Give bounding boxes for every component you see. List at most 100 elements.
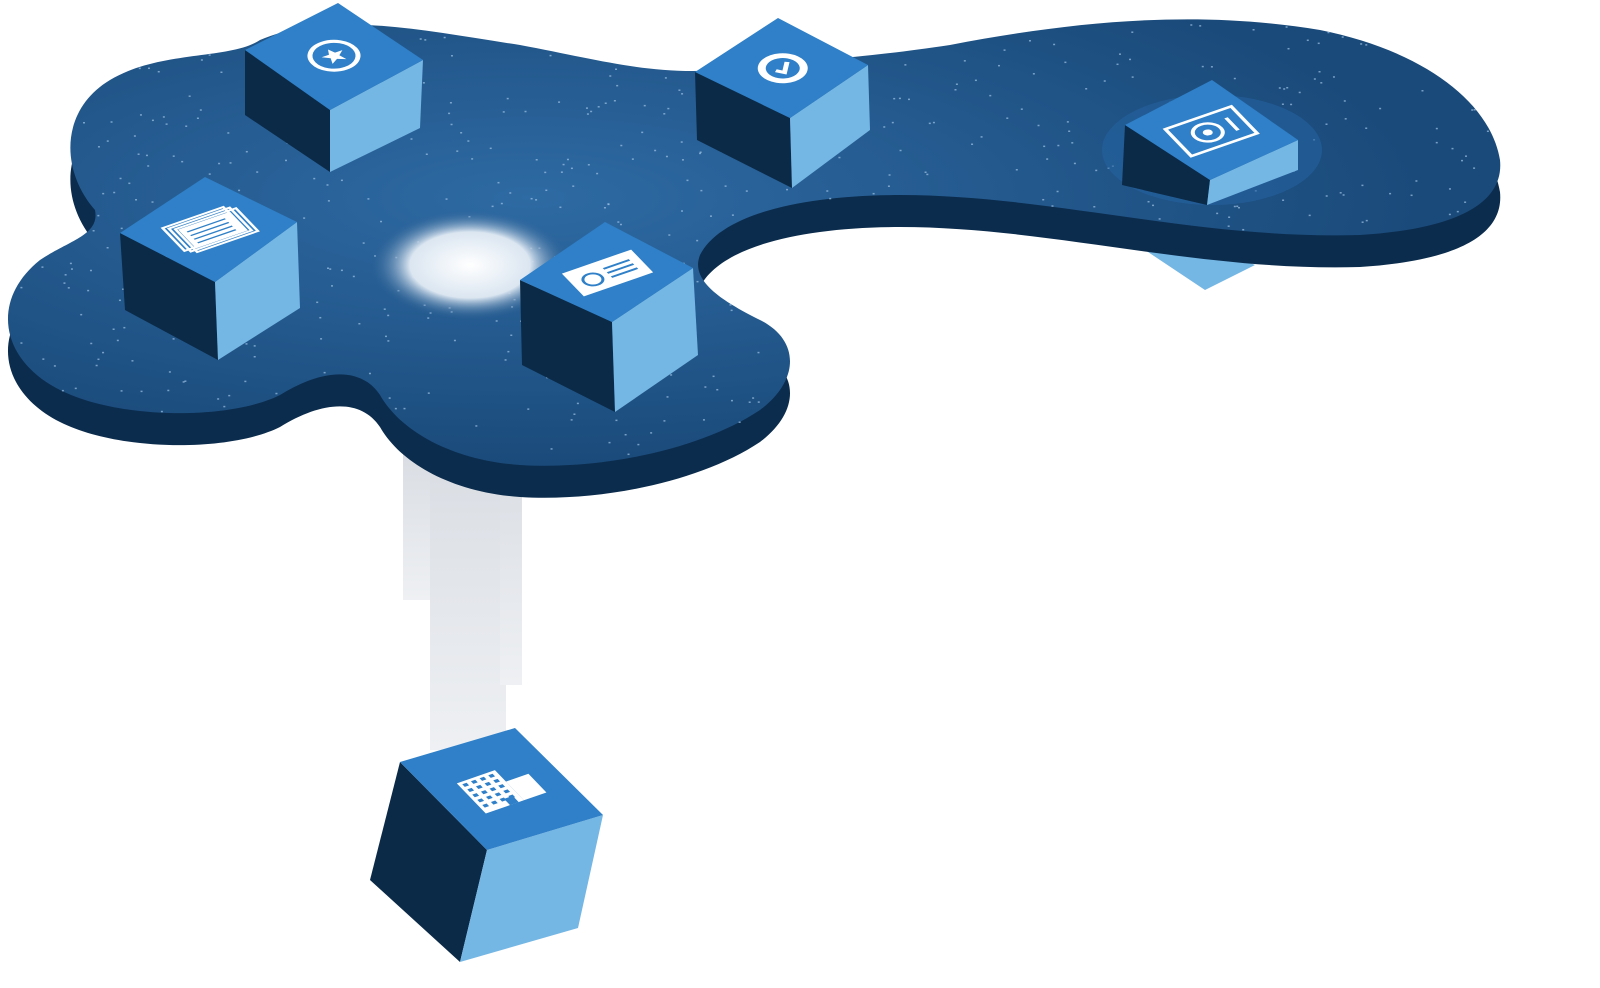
star-dot	[1290, 103, 1293, 106]
star-dot	[681, 159, 684, 161]
star-dot	[172, 338, 175, 340]
star-dot	[188, 95, 191, 97]
star-dot	[507, 350, 510, 353]
star-dot	[664, 77, 667, 79]
star-dot	[904, 64, 907, 66]
star-dot	[686, 179, 689, 182]
star-dot	[90, 342, 93, 345]
star-dot	[199, 109, 202, 111]
star-dot	[87, 289, 90, 292]
star-dot	[696, 239, 699, 242]
star-dot	[1341, 36, 1344, 38]
star-dot	[1332, 76, 1335, 78]
star-dot	[443, 36, 446, 39]
star-dot	[182, 381, 185, 383]
star-badge-cube	[245, 3, 423, 172]
star-dot	[1344, 118, 1347, 120]
star-dot	[384, 335, 387, 338]
star-dot	[1236, 205, 1239, 208]
star-dot	[1360, 43, 1363, 45]
star-dot	[368, 372, 371, 375]
star-dot	[160, 410, 163, 413]
star-dot	[147, 67, 150, 70]
star-dot	[1298, 91, 1301, 94]
star-dot	[102, 351, 105, 354]
star-dot	[383, 308, 386, 310]
star-dot	[245, 343, 248, 345]
star-dot	[932, 121, 935, 124]
star-dot	[587, 164, 590, 166]
star-dot	[467, 140, 470, 142]
star-dot	[200, 59, 203, 61]
star-dot	[387, 314, 390, 317]
star-dot	[228, 394, 231, 397]
star-dot	[61, 389, 64, 392]
star-dot	[427, 317, 430, 319]
star-dot	[1129, 58, 1132, 61]
star-dot	[666, 396, 669, 398]
star-dot	[388, 397, 391, 399]
star-dot	[1361, 221, 1364, 223]
star-dot	[1190, 24, 1193, 26]
star-dot	[1283, 88, 1286, 90]
star-dot	[1327, 31, 1330, 34]
star-dot	[1015, 169, 1018, 171]
star-dot	[928, 122, 931, 125]
star-dot	[615, 419, 618, 422]
star-dot	[1410, 194, 1413, 197]
star-dot	[709, 215, 712, 217]
star-dot	[139, 114, 142, 116]
star-dot	[1037, 124, 1040, 127]
star-dot	[327, 267, 330, 269]
star-dot	[20, 342, 23, 344]
star-dot	[729, 304, 732, 306]
star-dot	[504, 359, 507, 361]
star-dot	[326, 184, 329, 186]
star-dot	[445, 198, 448, 200]
star-dot	[1066, 121, 1069, 123]
star-dot	[730, 399, 733, 402]
star-dot	[562, 163, 565, 166]
star-badge-icon	[307, 39, 361, 72]
star-dot	[826, 190, 829, 192]
safe-vault-cube	[1122, 80, 1298, 205]
star-dot	[1451, 147, 1454, 150]
star-dot	[218, 162, 221, 165]
star-dot	[954, 89, 957, 91]
star-dot	[133, 135, 136, 137]
star-dot	[641, 131, 644, 134]
star-dot	[320, 338, 323, 340]
star-dot	[1242, 228, 1245, 231]
star-dot	[120, 390, 123, 392]
star-dot	[116, 339, 119, 342]
star-dot	[1199, 25, 1202, 27]
star-dot	[162, 116, 165, 118]
star-dot	[757, 401, 760, 403]
star-dot	[424, 39, 427, 41]
star-dot	[1389, 192, 1392, 195]
star-dot	[1278, 87, 1281, 89]
star-dot	[1306, 39, 1309, 42]
star-dot	[907, 98, 910, 101]
star-dot	[448, 112, 451, 115]
star-dot	[1464, 201, 1467, 203]
star-dot	[352, 275, 355, 278]
star-dot	[1020, 108, 1023, 110]
star-dot	[1147, 200, 1150, 203]
star-dot	[475, 425, 478, 427]
safe-vault-icon	[1162, 104, 1260, 158]
star-dot	[502, 111, 505, 113]
star-dot	[566, 158, 569, 161]
star-dot	[319, 316, 322, 319]
star-dot	[110, 121, 113, 123]
glowing-hole	[370, 210, 570, 320]
star-dot	[135, 198, 138, 201]
star-dot	[113, 191, 116, 194]
star-dot	[497, 181, 500, 184]
star-dot	[227, 132, 230, 134]
star-dot	[637, 443, 640, 446]
star-dot	[699, 152, 702, 155]
star-dot	[122, 288, 125, 290]
star-dot	[1046, 158, 1049, 160]
